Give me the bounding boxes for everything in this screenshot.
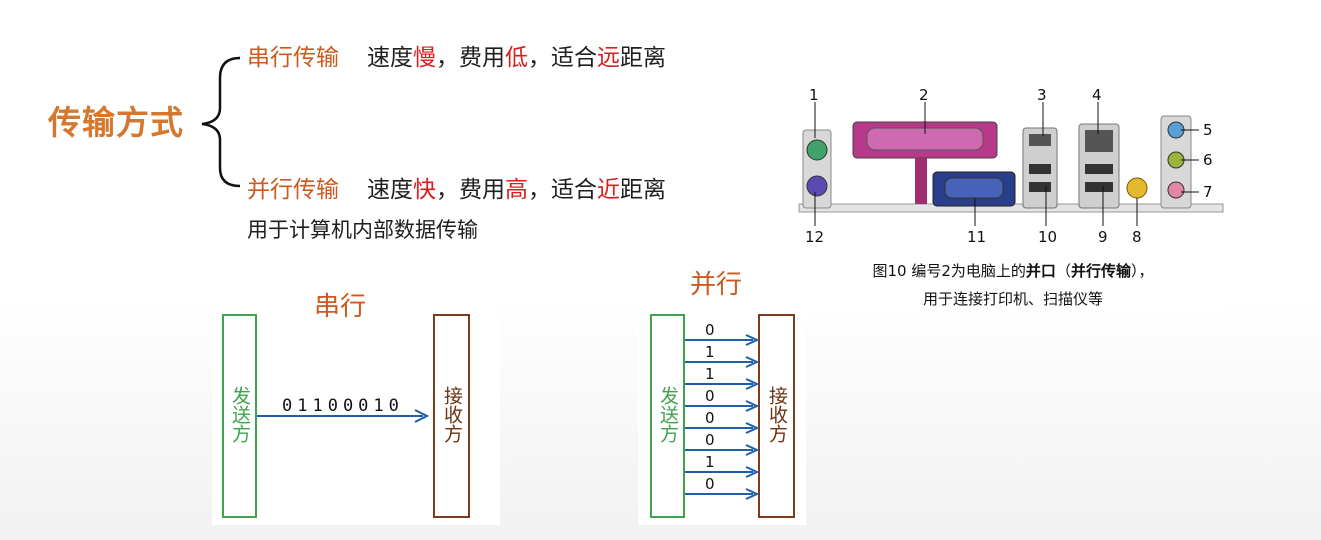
port-number: 7 [1203, 183, 1213, 201]
serial-sender-box [222, 314, 257, 518]
parallel-arrow-head [745, 378, 760, 390]
parallel-receiver-box [758, 314, 795, 518]
parallel-sender-label: 发送方 [657, 386, 679, 443]
parallel-label: 并行传输 [247, 177, 339, 203]
parallel-speed: 快 [413, 177, 436, 203]
parallel-receiver-label: 接收方 [766, 386, 788, 443]
port-number: 3 [1037, 86, 1047, 104]
curly-brace [201, 56, 241, 188]
port-number: 5 [1203, 121, 1213, 139]
parallel-diagram-title: 并行 [690, 270, 743, 300]
port-number: 10 [1038, 228, 1058, 246]
port-number: 11 [967, 228, 987, 246]
serial-receiver-label: 接收方 [441, 386, 463, 443]
serial-diagram-title: 串行 [314, 292, 367, 322]
parallel-bit: 0 [705, 387, 715, 405]
parallel-bit: 1 [705, 453, 715, 471]
parallel-arrow-head [745, 422, 760, 434]
serial-bit-stream: 01100010 [282, 396, 404, 416]
serial-description: 串行传输速度慢，费用低，适合远距离 [247, 45, 666, 71]
parallel-arrow-head [745, 444, 760, 456]
parallel-bit-labels: 0 1 1 0 0 0 1 0 [705, 318, 735, 508]
parallel-bit: 0 [705, 409, 715, 427]
parallel-bit: 0 [705, 475, 715, 493]
port-number: 9 [1098, 228, 1108, 246]
parallel-arrow-head [745, 356, 760, 368]
port-number: 12 [805, 228, 825, 246]
parallel-bit: 1 [705, 365, 715, 383]
port-figure: 1 2 3 4 5 6 7 12 11 10 9 8 图10 编号2为电脑上的并… [795, 86, 1231, 310]
parallel-sender-box [650, 314, 685, 518]
parallel-arrow-head [745, 488, 760, 500]
port-number: 6 [1203, 151, 1213, 169]
serial-arrow [257, 409, 430, 423]
parallel-bit: 1 [705, 343, 715, 361]
port-number: 4 [1092, 86, 1102, 104]
serial-cost: 低 [505, 45, 528, 71]
parallel-bit: 0 [705, 431, 715, 449]
figure-caption-line1: 图10 编号2为电脑上的并口（并行传输）， [872, 262, 1154, 280]
serial-receiver-box [433, 314, 470, 518]
parallel-arrow-head [745, 334, 760, 346]
parallel-arrow-head [745, 400, 760, 412]
main-title: 传输方式 [48, 103, 184, 142]
parallel-description: 并行传输速度快，费用高，适合近距离 [247, 177, 666, 203]
serial-label: 串行传输 [247, 45, 339, 71]
parallel-cost: 高 [505, 177, 528, 203]
motherboard-ports-illustration [798, 102, 1224, 226]
serial-sender-label: 发送方 [229, 386, 251, 443]
parallel-arrows [685, 334, 760, 500]
serial-distance: 远 [597, 45, 620, 71]
figure-caption-line2: 用于连接打印机、扫描仪等 [922, 290, 1103, 308]
parallel-note: 用于计算机内部数据传输 [247, 218, 478, 242]
parallel-distance: 近 [597, 177, 620, 203]
parallel-bit: 0 [705, 321, 715, 339]
serial-speed: 慢 [413, 45, 436, 71]
port-number: 8 [1132, 228, 1142, 246]
port-number: 1 [809, 86, 819, 104]
port-number: 2 [919, 86, 929, 104]
parallel-arrow-head [745, 466, 760, 478]
